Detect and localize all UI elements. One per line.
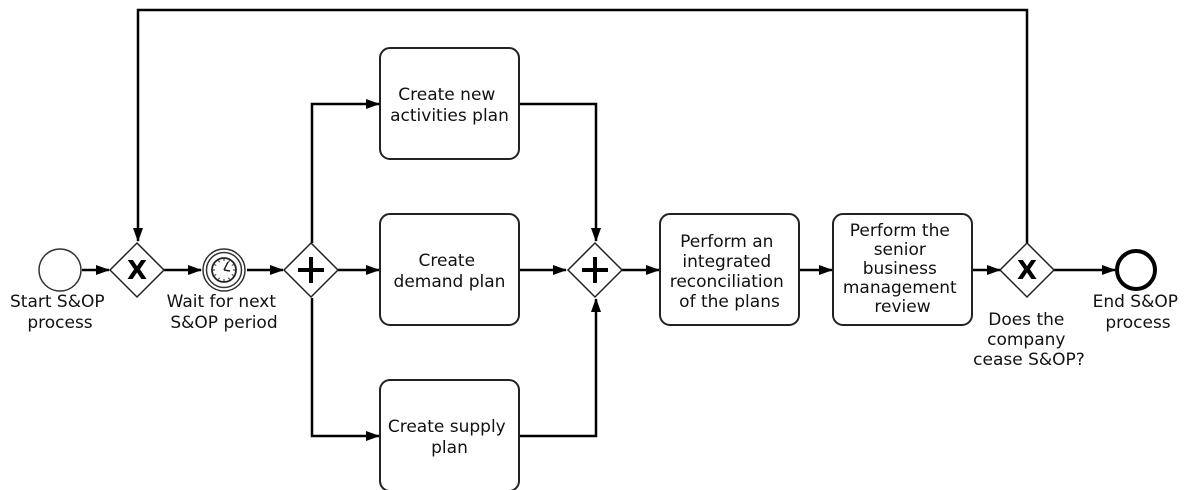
decision-gateway-symbol: X: [1017, 256, 1037, 286]
start-event-circle: [38, 248, 82, 292]
end-event-label: End S&OP process: [1093, 292, 1184, 333]
exclusive-merge-gateway[interactable]: X: [108, 241, 166, 299]
task-label: Create demand plan: [394, 251, 506, 292]
merge-gateway-symbol: X: [127, 256, 147, 286]
task-create-demand-plan[interactable]: Create demand plan: [379, 213, 520, 326]
exclusive-decision-gateway[interactable]: X Does the company cease S&OP?: [973, 241, 1085, 370]
exclusive-gateway-icon: [108, 241, 166, 299]
exclusive-gateway-icon: [998, 241, 1056, 299]
clock-icon: [211, 257, 237, 283]
end-event[interactable]: End S&OP process: [1093, 249, 1184, 333]
start-event-label: Start S&OP process: [10, 292, 110, 333]
sequence-flows: [82, 8, 1116, 441]
task-box: [379, 47, 520, 160]
decision-gateway-label: Does the company cease S&OP?: [973, 310, 1085, 370]
task-box: [379, 379, 520, 490]
flow-new-activities-to-join: [519, 102, 601, 242]
timer-event[interactable]: Wait for next S&OP period: [167, 248, 282, 333]
timer-event-label: Wait for next S&OP period: [167, 292, 282, 333]
task-label: Create new activities plan: [390, 85, 509, 126]
task-senior-management-review[interactable]: Perform the senior business management r…: [832, 213, 973, 326]
task-box: [832, 213, 973, 326]
flow-loop-back-to-merge: [133, 8, 1029, 243]
task-integrated-reconciliation[interactable]: Perform an integrated reconciliation of …: [659, 213, 800, 326]
task-create-supply-plan[interactable]: Create supply plan: [379, 379, 520, 490]
task-label: Perform an integrated reconciliation of …: [670, 232, 790, 312]
task-label: Create supply plan: [388, 417, 511, 458]
start-event[interactable]: Start S&OP process: [10, 248, 110, 333]
task-create-new-activities-plan[interactable]: Create new activities plan: [379, 47, 520, 160]
task-box: [659, 213, 800, 326]
task-box: [379, 213, 520, 326]
flow-fork-to-supply: [310, 298, 380, 441]
parallel-join-gateway[interactable]: [566, 241, 624, 299]
end-event-circle: [1115, 249, 1157, 291]
flow-fork-to-new-activities: [310, 99, 380, 243]
task-label: Perform the senior business management r…: [843, 221, 962, 317]
flow-supply-to-join: [519, 298, 601, 438]
parallel-fork-gateway[interactable]: [282, 241, 340, 299]
